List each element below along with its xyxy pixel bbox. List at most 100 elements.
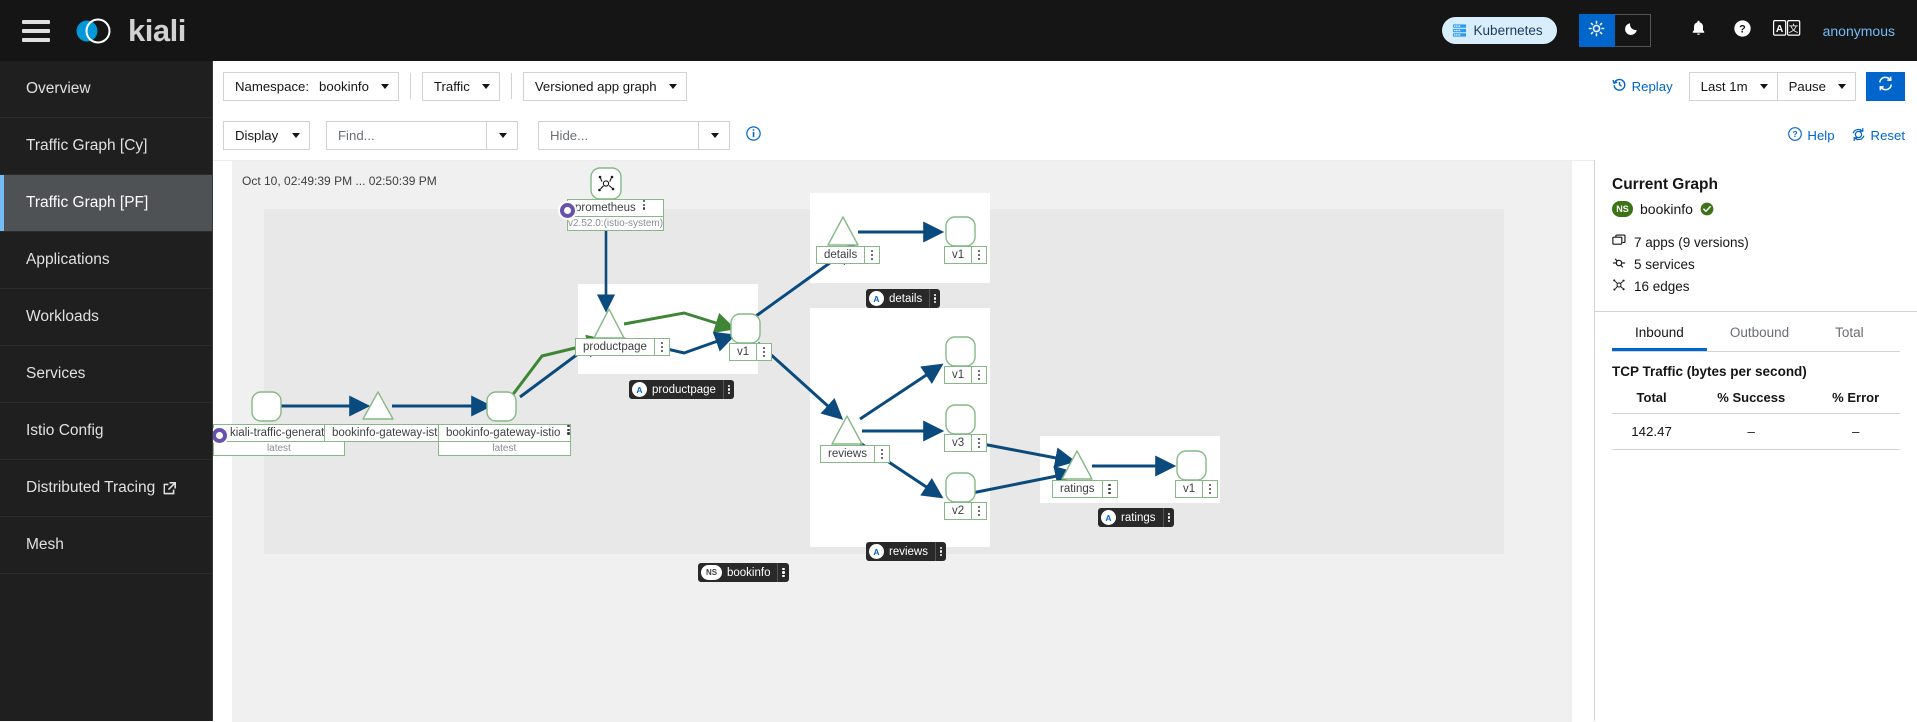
tab-outbound[interactable]: Outbound — [1707, 312, 1812, 351]
refresh-interval-selector[interactable]: Pause — [1777, 71, 1856, 101]
node-label: v2 — [952, 505, 965, 517]
sidebar-item-istio-config[interactable]: Istio Config — [0, 403, 212, 460]
app-group-box-details[interactable] — [810, 193, 990, 283]
node-kebab-menu[interactable] — [971, 503, 986, 519]
find-dropdown-button[interactable] — [486, 121, 518, 150]
node-productpage-service[interactable]: productpage — [575, 338, 670, 356]
sidebar-item-traffic-graph-pf[interactable]: Traffic Graph [PF] — [0, 175, 212, 232]
light-theme-button[interactable] — [1578, 14, 1615, 47]
notifications-button[interactable] — [1677, 11, 1721, 51]
dark-theme-button[interactable] — [1614, 14, 1651, 47]
display-menu-button[interactable]: Display — [223, 121, 310, 150]
node-details-v1[interactable]: v1 — [944, 246, 988, 264]
node-reviews-v1[interactable]: v1 — [944, 366, 988, 384]
node-label: bookinfo-gateway-istio — [332, 427, 447, 439]
node-productpage-v1[interactable]: v1 — [729, 343, 773, 361]
user-menu[interactable]: anonymous — [1822, 22, 1895, 39]
brand-logo-link[interactable]: kiali — [72, 11, 186, 51]
app-badge-icon: A — [869, 291, 884, 306]
reset-link[interactable]: Reset — [1851, 127, 1905, 145]
app-group-chip-details[interactable]: A details — [866, 289, 941, 308]
sidebar-item-distributed-tracing[interactable]: Distributed Tracing — [0, 460, 212, 517]
sidebar-item-applications[interactable]: Applications — [0, 232, 212, 289]
namespace-chip-kebab-menu[interactable] — [777, 563, 788, 582]
node-kebab-menu[interactable] — [971, 247, 986, 263]
theme-toggle — [1578, 14, 1651, 47]
node-details-service[interactable]: details — [816, 246, 881, 264]
node-kebab-menu[interactable] — [567, 425, 570, 441]
sidebar-item-services[interactable]: Services — [0, 346, 212, 403]
node-kebab-menu[interactable] — [864, 247, 879, 263]
chevron-down-icon — [668, 83, 677, 89]
node-prometheus[interactable]: prometheus v2.52.0:(istio-system) — [567, 199, 665, 231]
node-kebab-menu[interactable] — [756, 344, 771, 360]
app-group-kebab-menu[interactable] — [1162, 508, 1174, 527]
reset-link-label: Reset — [1870, 128, 1905, 143]
panel-namespace-name: bookinfo — [1640, 201, 1693, 217]
external-link-icon — [163, 481, 177, 495]
app-group-kebab-menu[interactable] — [929, 289, 940, 308]
app-group-kebab-menu[interactable] — [934, 542, 946, 561]
app-badge-icon: A — [1101, 510, 1116, 525]
traffic-selector[interactable]: Traffic — [421, 71, 500, 101]
tab-inbound[interactable]: Inbound — [1612, 312, 1707, 351]
help-button[interactable]: ? — [1721, 11, 1765, 51]
graph-type-selector[interactable]: Versioned app graph — [522, 71, 687, 101]
duration-selector[interactable]: Last 1m — [1688, 71, 1778, 101]
node-kebab-menu[interactable] — [1101, 481, 1117, 497]
language-button[interactable]: A 文 — [1765, 11, 1809, 51]
refresh-button[interactable] — [1866, 71, 1905, 101]
sidebar-item-overview[interactable]: Overview — [0, 61, 212, 118]
sidebar-item-mesh[interactable]: Mesh — [0, 517, 212, 574]
namespace-prefix: Namespace: — [235, 78, 310, 94]
find-input[interactable]: Find... — [326, 121, 486, 150]
hide-dropdown-button[interactable] — [698, 121, 730, 150]
cluster-chip[interactable]: Kubernetes — [1441, 17, 1557, 44]
column-header-success: % Success — [1691, 387, 1812, 414]
replay-button[interactable]: Replay — [1611, 77, 1673, 95]
app-group-kebab-menu[interactable] — [722, 380, 734, 399]
chevron-down-icon — [499, 133, 507, 138]
app-group-chip-productpage[interactable]: A productpage — [629, 380, 735, 399]
node-kebab-menu[interactable] — [653, 339, 669, 355]
hide-input[interactable]: Hide... — [538, 121, 698, 150]
node-bookinfo-gateway-istio-app[interactable]: bookinfo-gateway-istio latest — [438, 424, 571, 456]
namespace-chip-bookinfo[interactable]: NS bookinfo — [698, 563, 789, 582]
tcp-traffic-title: TCP Traffic (bytes per second) — [1612, 364, 1807, 379]
node-kebab-menu[interactable] — [873, 446, 889, 462]
node-kebab-menu[interactable] — [1202, 481, 1217, 497]
node-kebab-menu[interactable] — [971, 367, 986, 383]
node-kebab-menu[interactable] — [642, 200, 645, 216]
table-header-row: Total % Success % Error — [1612, 387, 1900, 414]
sun-icon — [1588, 20, 1605, 42]
panel-stats: 7 apps (9 versions) 5 services — [1612, 234, 1900, 295]
panel-stat-edges: 16 edges — [1612, 278, 1900, 295]
node-ratings-v1[interactable]: v1 — [1175, 480, 1219, 498]
app-group-chip-ratings[interactable]: A ratings — [1098, 508, 1174, 527]
node-bookinfo-gateway-istio-service[interactable]: bookinfo-gateway-istio — [324, 424, 470, 442]
graph-info-button[interactable] — [746, 125, 761, 146]
node-reviews-service[interactable]: reviews — [820, 445, 890, 463]
traffic-graph-container[interactable]: Oct 10, 02:49:39 PM ... 02:50:39 PM — [210, 160, 1594, 722]
tab-total[interactable]: Total — [1812, 312, 1887, 351]
app-badge-icon: A — [632, 382, 647, 397]
node-kebab-menu[interactable] — [971, 435, 986, 451]
bell-icon — [1690, 19, 1707, 42]
panel-divider — [1595, 311, 1917, 312]
node-reviews-v2[interactable]: v2 — [944, 502, 988, 520]
node-kiali-traffic-generator[interactable]: kiali-traffic-generator latest — [213, 424, 345, 456]
table-row: 142.47 – – — [1612, 413, 1900, 450]
app-badge-icon: A — [869, 544, 884, 559]
sidebar-item-traffic-graph-cy[interactable]: Traffic Graph [Cy] — [0, 118, 212, 175]
namespace-selector[interactable]: Namespace: bookinfo — [223, 71, 399, 101]
istio-badge-icon — [558, 201, 577, 220]
node-ratings-service[interactable]: ratings — [1052, 480, 1118, 498]
hamburger-icon[interactable] — [22, 19, 50, 42]
help-link[interactable]: ? Help — [1788, 127, 1835, 144]
node-reviews-v3[interactable]: v3 — [944, 434, 988, 452]
graph-type-label: Versioned app graph — [534, 78, 657, 94]
graph-canvas[interactable]: Oct 10, 02:49:39 PM ... 02:50:39 PM — [210, 161, 1572, 722]
app-group-chip-reviews[interactable]: A reviews — [866, 542, 947, 561]
sidebar-item-workloads[interactable]: Workloads — [0, 289, 212, 346]
node-label: v1 — [1183, 483, 1196, 495]
